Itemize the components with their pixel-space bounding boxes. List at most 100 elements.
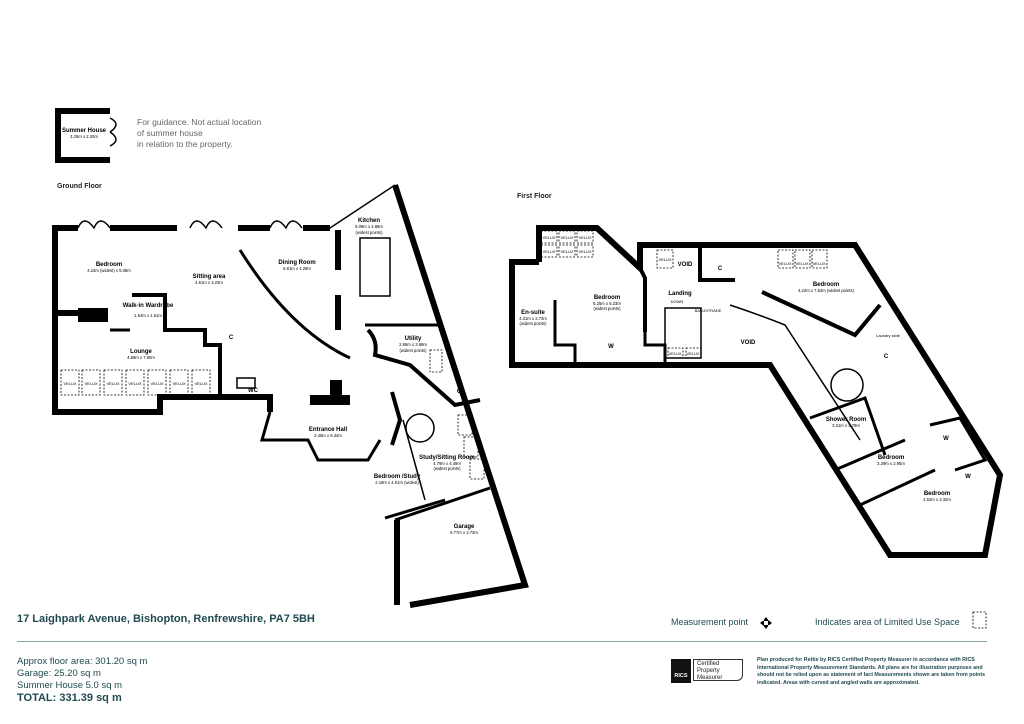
svg-text:(widest points): (widest points) xyxy=(520,321,548,326)
svg-text:VELUX: VELUX xyxy=(560,249,573,254)
svg-text:2.86m x 3.69m: 2.86m x 3.69m xyxy=(399,342,427,347)
svg-text:VELUX: VELUX xyxy=(578,249,591,254)
svg-text:VELUX: VELUX xyxy=(172,381,185,386)
svg-text:2.45m x 6.34m: 2.45m x 6.34m xyxy=(314,433,342,438)
svg-text:VELUX: VELUX xyxy=(194,381,207,386)
svg-text:(widest points): (widest points) xyxy=(356,230,384,235)
summer-house-label: Summer House xyxy=(62,128,107,134)
room-sitting-area-label: Sitting area xyxy=(193,274,226,280)
svg-text:VELUX: VELUX xyxy=(63,381,76,386)
svg-text:4.79m x 4.49m: 4.79m x 4.49m xyxy=(433,461,461,466)
svg-text:3.29m x 2.95m: 3.29m x 2.95m xyxy=(877,461,905,466)
svg-text:Laundry slide: Laundry slide xyxy=(876,333,901,338)
svg-text:VELUX: VELUX xyxy=(150,381,163,386)
svg-text:VELUX: VELUX xyxy=(542,235,555,240)
property-address: 17 Laighpark Avenue, Bishopton, Renfrews… xyxy=(17,613,315,625)
room-en-suite-label: En-suite xyxy=(521,310,545,316)
room-shower-room-label: Shower Room xyxy=(826,417,866,423)
svg-text:(widest points): (widest points) xyxy=(594,306,622,311)
area-summary: Approx floor area: 301.20 sq m Garage: 2… xyxy=(17,656,147,704)
measurement-point-icon xyxy=(760,617,772,629)
room-lounge-label: Lounge xyxy=(130,349,152,355)
svg-text:VOID: VOID xyxy=(678,262,693,268)
svg-text:0.88m x 1.90m: 0.88m x 1.90m xyxy=(235,394,263,399)
svg-text:VELUX: VELUX xyxy=(106,381,119,386)
study-velux-group xyxy=(429,349,485,480)
svg-text:5.25m x 5.23m: 5.25m x 5.23m xyxy=(593,301,621,306)
svg-text:(widest points): (widest points) xyxy=(434,466,462,471)
limited-use-space-icon xyxy=(972,611,987,629)
svg-text:4.24m (widest) x 5.08m: 4.24m (widest) x 5.08m xyxy=(87,268,131,273)
svg-text:3.31m x 2.79m: 3.31m x 2.79m xyxy=(832,423,860,428)
room-bedroom-1-label: Bedroom xyxy=(594,295,620,301)
room-bedroom-2-label: Bedroom xyxy=(813,282,839,288)
svg-text:C: C xyxy=(718,266,723,272)
svg-text:BALUSTRADE: BALUSTRADE xyxy=(695,308,722,313)
svg-text:4.61m x 3.23m: 4.61m x 3.23m xyxy=(195,280,223,285)
svg-text:6.77m x 3.73m: 6.77m x 3.73m xyxy=(450,530,478,535)
disclaimer: Plan produced for Rettie by RICS Certifi… xyxy=(757,657,986,686)
svg-text:VELUX: VELUX xyxy=(795,261,808,266)
first-floor-title: First Floor xyxy=(517,193,552,200)
svg-text:6.08m x 4.86m: 6.08m x 4.86m xyxy=(355,224,383,229)
svg-text:C: C xyxy=(884,354,889,360)
room-landing-label: Landing xyxy=(668,291,692,297)
svg-text:VELUX: VELUX xyxy=(578,235,591,240)
ground-floor-title: Ground Floor xyxy=(57,183,102,190)
limited-use-legend: Indicates area of Limited Use Space xyxy=(815,617,960,627)
room-dining-room-label: Dining Room xyxy=(278,260,315,266)
measurement-point-legend: Measurement point xyxy=(671,617,749,627)
lounge-velux-group: VELUX VELUX VELUX VELUX VELUX VELUX VELUX xyxy=(60,369,211,396)
room-kitchen-label: Kitchen xyxy=(358,218,380,224)
summer-house-plan: Summer House 3.25m x 2.20m xyxy=(55,108,117,163)
svg-text:(widest points): (widest points) xyxy=(400,348,428,353)
room-study-label: Study/Sitting Room xyxy=(419,455,475,461)
svg-text:4.31m x 2.73m: 4.31m x 2.73m xyxy=(519,316,547,321)
summer-house-area: Summer House 5.0 sq m xyxy=(17,680,123,691)
svg-text:DOWN: DOWN xyxy=(671,299,684,304)
room-wc-label: WC xyxy=(248,388,259,394)
summer-house-dims: 3.25m x 2.20m xyxy=(70,134,98,139)
svg-text:VELUX: VELUX xyxy=(686,351,699,356)
svg-text:4.58m x 7.90m: 4.58m x 7.90m xyxy=(127,355,155,360)
svg-text:5.81m x 4.29m: 5.81m x 4.29m xyxy=(283,266,311,271)
room-walk-in-wardrobe-label: Walk-in Wardrobe xyxy=(123,303,174,309)
svg-text:W: W xyxy=(608,344,614,350)
svg-text:C: C xyxy=(457,389,462,395)
svg-text:1.54m x 1.51m: 1.54m x 1.51m xyxy=(134,313,162,318)
total-area: TOTAL: 331.39 sq m xyxy=(17,692,122,704)
ground-room-labels: Bedroom 4.24m (widest) x 5.08m Sitting a… xyxy=(87,218,478,535)
svg-text:VELUX: VELUX xyxy=(128,381,141,386)
approx-floor-area: Approx floor area: 301.20 sq m xyxy=(17,656,148,667)
svg-text:4.22m x 7.52m (widest points): 4.22m x 7.52m (widest points) xyxy=(798,288,854,293)
svg-text:4.52m x 3.32m: 4.52m x 3.32m xyxy=(923,497,951,502)
room-utility-label: Utility xyxy=(405,336,422,342)
svg-text:VELUX: VELUX xyxy=(658,257,671,262)
garage-area: Garage: 25.20 sq m xyxy=(17,668,101,679)
svg-text:2.19m x 4.01m (widest): 2.19m x 4.01m (widest) xyxy=(375,480,419,485)
svg-text:W: W xyxy=(965,474,971,480)
room-bedroom-4-label: Bedroom xyxy=(924,491,950,497)
svg-text:VELUX: VELUX xyxy=(84,381,97,386)
svg-text:VELUX: VELUX xyxy=(812,261,825,266)
svg-text:VELUX: VELUX xyxy=(668,351,681,356)
svg-text:VELUX: VELUX xyxy=(542,249,555,254)
svg-text:VELUX: VELUX xyxy=(778,261,791,266)
divider xyxy=(17,641,987,642)
svg-text:W: W xyxy=(943,436,949,442)
ground-floor-plan: VELUX VELUX VELUX VELUX VELUX VELUX VELUX C… xyxy=(52,184,529,608)
room-entrance-hall-label: Entrance Hall xyxy=(309,427,348,433)
first-velux-group: VELUX VELUX VELUX VELUX VELUX VELUX VELUX VE… xyxy=(540,230,828,359)
room-bedroom-study-label: Bedroom /Study xyxy=(374,474,421,480)
first-room-labels: En-suite 4.31m x 2.73m (widest points) B… xyxy=(519,282,951,502)
room-garage-label: Garage xyxy=(454,524,475,530)
svg-text:C: C xyxy=(229,335,234,341)
svg-text:VOID: VOID xyxy=(741,340,756,346)
svg-text:VELUX: VELUX xyxy=(560,235,573,240)
first-floor-plan: VELUX VELUX VELUX VELUX VELUX VELUX VELUX VE… xyxy=(509,225,1004,558)
room-bedroom-label: Bedroom xyxy=(96,262,122,268)
room-bedroom-3-label: Bedroom xyxy=(878,455,904,461)
